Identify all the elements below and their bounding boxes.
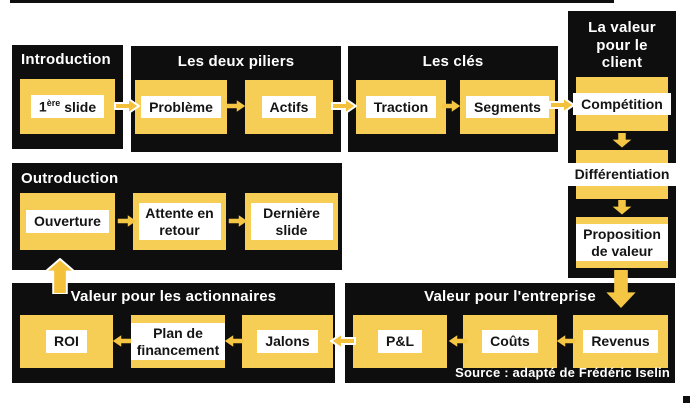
node-proposition-valeur-label: Proposition de valeur [576,223,668,262]
arrow-right-icon [549,94,575,116]
arrow-right-icon [226,97,246,115]
node-pl: P&L [353,315,447,368]
node-probleme-label: Problème [141,95,221,119]
top-border-line [10,0,614,3]
node-jalons-label: Jalons [257,330,318,353]
arrow-left-icon [224,332,244,350]
node-actifs: Actifs [245,80,333,134]
group-valeur-entreprise-title: Valeur pour l'entreprise [424,288,596,305]
group-valeur-actionnaires-title: Valeur pour les actionnaires [70,288,277,305]
arrow-left-icon [330,330,356,352]
arrow-left-icon [448,332,468,350]
node-derniere-slide: Dernière slide [245,193,338,250]
arrow-right-icon [117,212,137,230]
node-differentiation: Différentiation [566,150,678,199]
node-revenus: Revenus [573,315,668,368]
group-valeur-client: La valeur pour le client Compétition Dif… [566,11,678,278]
group-les-cles: Les clés Traction Segments [348,46,558,152]
group-les-deux-piliers-title: Les deux piliers [177,53,295,70]
node-actifs-label: Actifs [261,95,317,119]
arrow-up-icon [43,258,77,294]
arrow-left-icon [112,332,132,350]
bottom-right-mark [683,396,690,403]
node-proposition-valeur: Proposition de valeur [576,217,668,268]
node-ouverture: Ouverture [20,193,115,250]
group-valeur-client-title: La valeur pour le client [588,19,656,72]
arrow-down-icon [604,270,638,309]
node-segments: Segments [460,80,555,134]
arrow-right-icon [114,95,140,117]
node-attente-en-retour: Attente en retour [133,193,226,250]
group-valeur-entreprise: Valeur pour l'entreprise P&L Coûts Reven… [345,283,675,383]
node-roi-label: ROI [46,330,87,353]
group-les-cles-title: Les clés [422,53,484,70]
node-competition: Compétition [573,77,671,131]
node-roi: ROI [20,315,113,368]
group-outroduction: Outroduction Ouverture Attente en retour… [12,163,342,270]
node-competition-label: Compétition [573,92,671,116]
arrow-right-icon [331,95,357,117]
node-pl-label: P&L [378,330,422,353]
arrow-right-icon [441,97,461,115]
node-plan-financement: Plan de financement [131,315,225,368]
node-segments-label: Segments [466,95,549,119]
arrow-right-icon [228,212,248,230]
arrow-down-icon [610,200,634,215]
arrow-down-icon [610,133,634,148]
node-ouverture-label: Ouverture [26,210,109,233]
group-les-deux-piliers: Les deux piliers Problème Actifs [131,46,341,152]
node-jalons: Jalons [242,315,333,368]
group-outroduction-title: Outroduction [21,170,119,187]
source-credit: Source : adapté de Frédéric Iselin [455,365,670,380]
node-differentiation-label: Différentiation [566,163,678,186]
node-probleme: Problème [135,80,227,134]
node-derniere-slide-label: Dernière slide [250,202,333,241]
node-attente-en-retour-label: Attente en retour [138,202,221,241]
arrow-left-icon [556,332,576,350]
node-plan-financement-label: Plan de financement [131,322,225,361]
group-introduction-title: Introduction [21,51,111,68]
node-traction-label: Traction [365,95,437,119]
node-couts-label: Coûts [482,330,538,353]
node-couts: Coûts [463,315,557,368]
group-valeur-actionnaires: Valeur pour les actionnaires ROI Plan de… [12,283,335,383]
node-traction: Traction [356,80,446,134]
node-revenus-label: Revenus [583,330,658,353]
